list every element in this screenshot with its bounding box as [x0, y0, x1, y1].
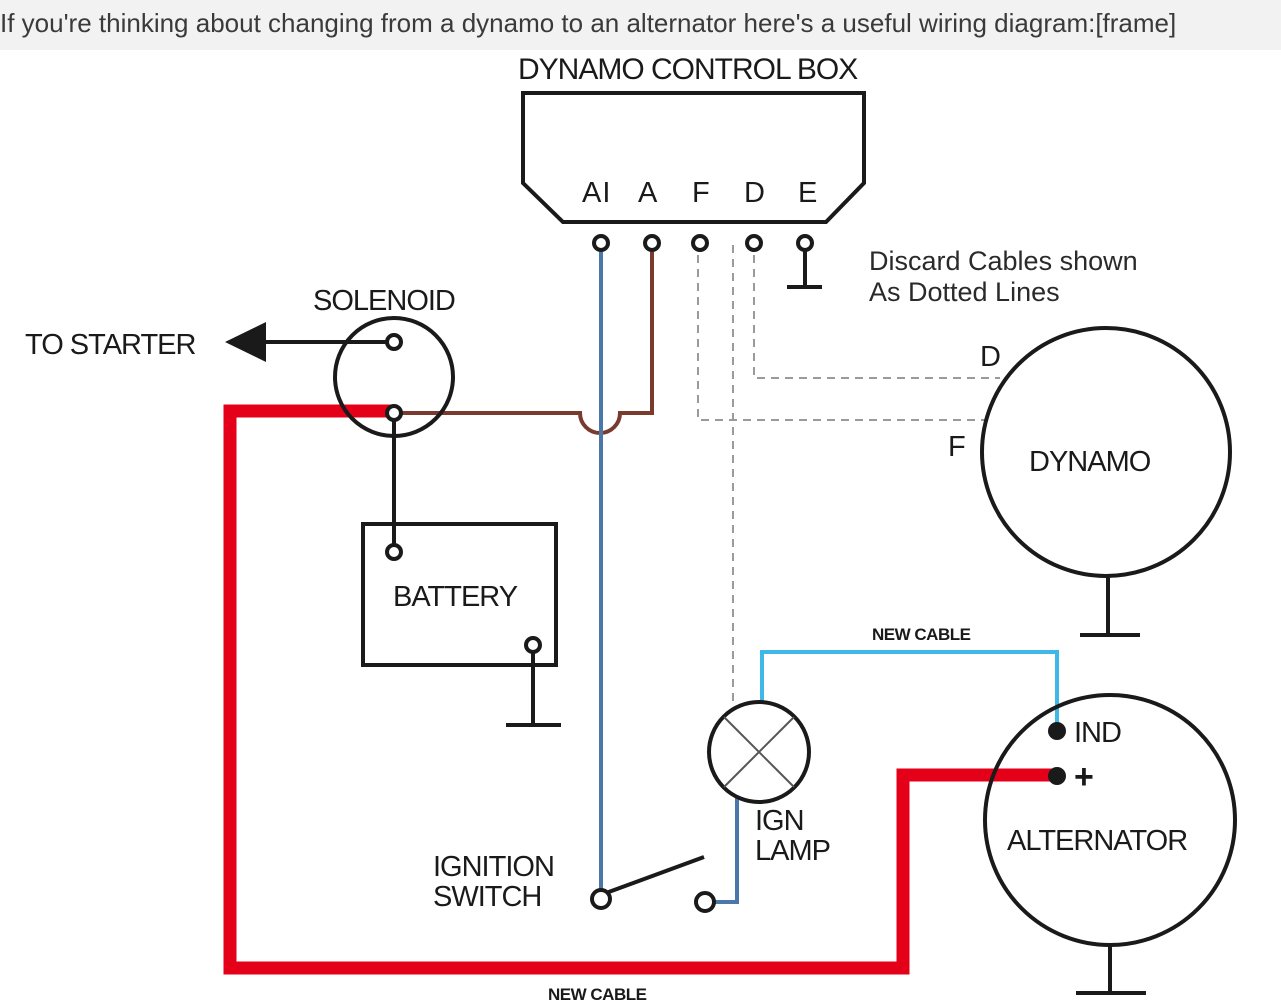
alternator-terminal-ind — [1048, 722, 1066, 740]
dashed-wire-f — [697, 255, 985, 421]
solenoid-terminal-bottom — [385, 404, 403, 422]
control-box-outline — [521, 91, 866, 224]
terminal-label-d: D — [744, 177, 766, 209]
dynamo-terminal-f-label: F — [948, 431, 965, 463]
discard-note-line1: Discard Cables shown — [869, 246, 1138, 276]
ign-lamp-label-line1: IGN — [755, 805, 804, 837]
dynamo: DYNAMO D F — [948, 326, 1232, 637]
ignition-switch-label-line1: IGNITION — [433, 851, 554, 883]
ign-lamp: IGN LAMP — [707, 700, 831, 867]
dashed-wire-d — [753, 255, 1000, 379]
control-box: DYNAMO CONTROL BOX AI A F D E — [518, 53, 866, 224]
battery-body — [361, 522, 558, 667]
discard-note: Discard Cables shown As Dotted Lines — [869, 246, 1138, 307]
terminal-e — [796, 234, 814, 252]
ignition-switch-label-line2: SWITCH — [433, 881, 541, 913]
terminal-label-ai: AI — [582, 177, 611, 209]
terminal-label-a: A — [638, 177, 658, 209]
caption-bar: If you're thinking about changing from a… — [0, 0, 1281, 50]
ignition-switch: IGNITION SWITCH — [433, 851, 716, 913]
ignition-switch-terminal-left — [590, 888, 612, 910]
new-cable-label-bottom: NEW CABLE — [548, 985, 647, 1003]
new-cable-label-top: NEW CABLE — [872, 625, 971, 644]
terminal-f — [691, 234, 709, 252]
solenoid-label: SOLENOID — [313, 285, 455, 317]
terminal-a — [643, 234, 661, 252]
alternator-terminal-plus — [1048, 767, 1066, 785]
alternator-plus-label: + — [1074, 758, 1094, 796]
control-box-terminals — [592, 234, 814, 252]
terminal-label-f: F — [692, 177, 711, 209]
discard-cables — [697, 245, 1000, 705]
alternator: ALTERNATOR IND + — [983, 693, 1237, 995]
discard-note-line2: As Dotted Lines — [869, 277, 1060, 307]
starter-label: TO STARTER — [25, 329, 196, 361]
starter-arrow-icon — [225, 322, 266, 362]
wiring-diagram: DYNAMO CONTROL BOX AI A F D E Discard Ca… — [25, 53, 1237, 1003]
dynamo-label: DYNAMO — [1029, 446, 1151, 478]
battery-terminal-positive — [385, 543, 403, 561]
ign-lamp-cross-2 — [723, 716, 795, 788]
terminal-ai — [592, 234, 610, 252]
control-box-title: DYNAMO CONTROL BOX — [518, 53, 858, 86]
blue-wire-lamp — [707, 798, 739, 904]
alternator-label: ALTERNATOR — [1007, 825, 1187, 857]
battery-terminal-negative — [524, 636, 542, 654]
brown-wire-a — [394, 252, 654, 435]
terminal-label-e: E — [798, 177, 818, 209]
alternator-ind-label: IND — [1074, 717, 1121, 749]
solenoid: SOLENOID TO STARTER — [25, 285, 456, 548]
earth-symbol-e — [787, 250, 822, 289]
battery-label: BATTERY — [393, 581, 518, 613]
dynamo-terminal-d-label: D — [980, 341, 1000, 373]
red-main-cable — [223, 404, 1057, 975]
caption-text: If you're thinking about changing from a… — [0, 8, 1177, 38]
battery: BATTERY — [361, 522, 561, 727]
solenoid-terminal-top — [385, 333, 403, 351]
ignition-switch-terminal-right — [694, 891, 716, 913]
ignition-switch-lever — [605, 855, 705, 895]
cyan-wire-ind — [760, 650, 1059, 730]
ign-lamp-label-line2: LAMP — [755, 835, 830, 867]
terminal-d — [745, 234, 763, 252]
